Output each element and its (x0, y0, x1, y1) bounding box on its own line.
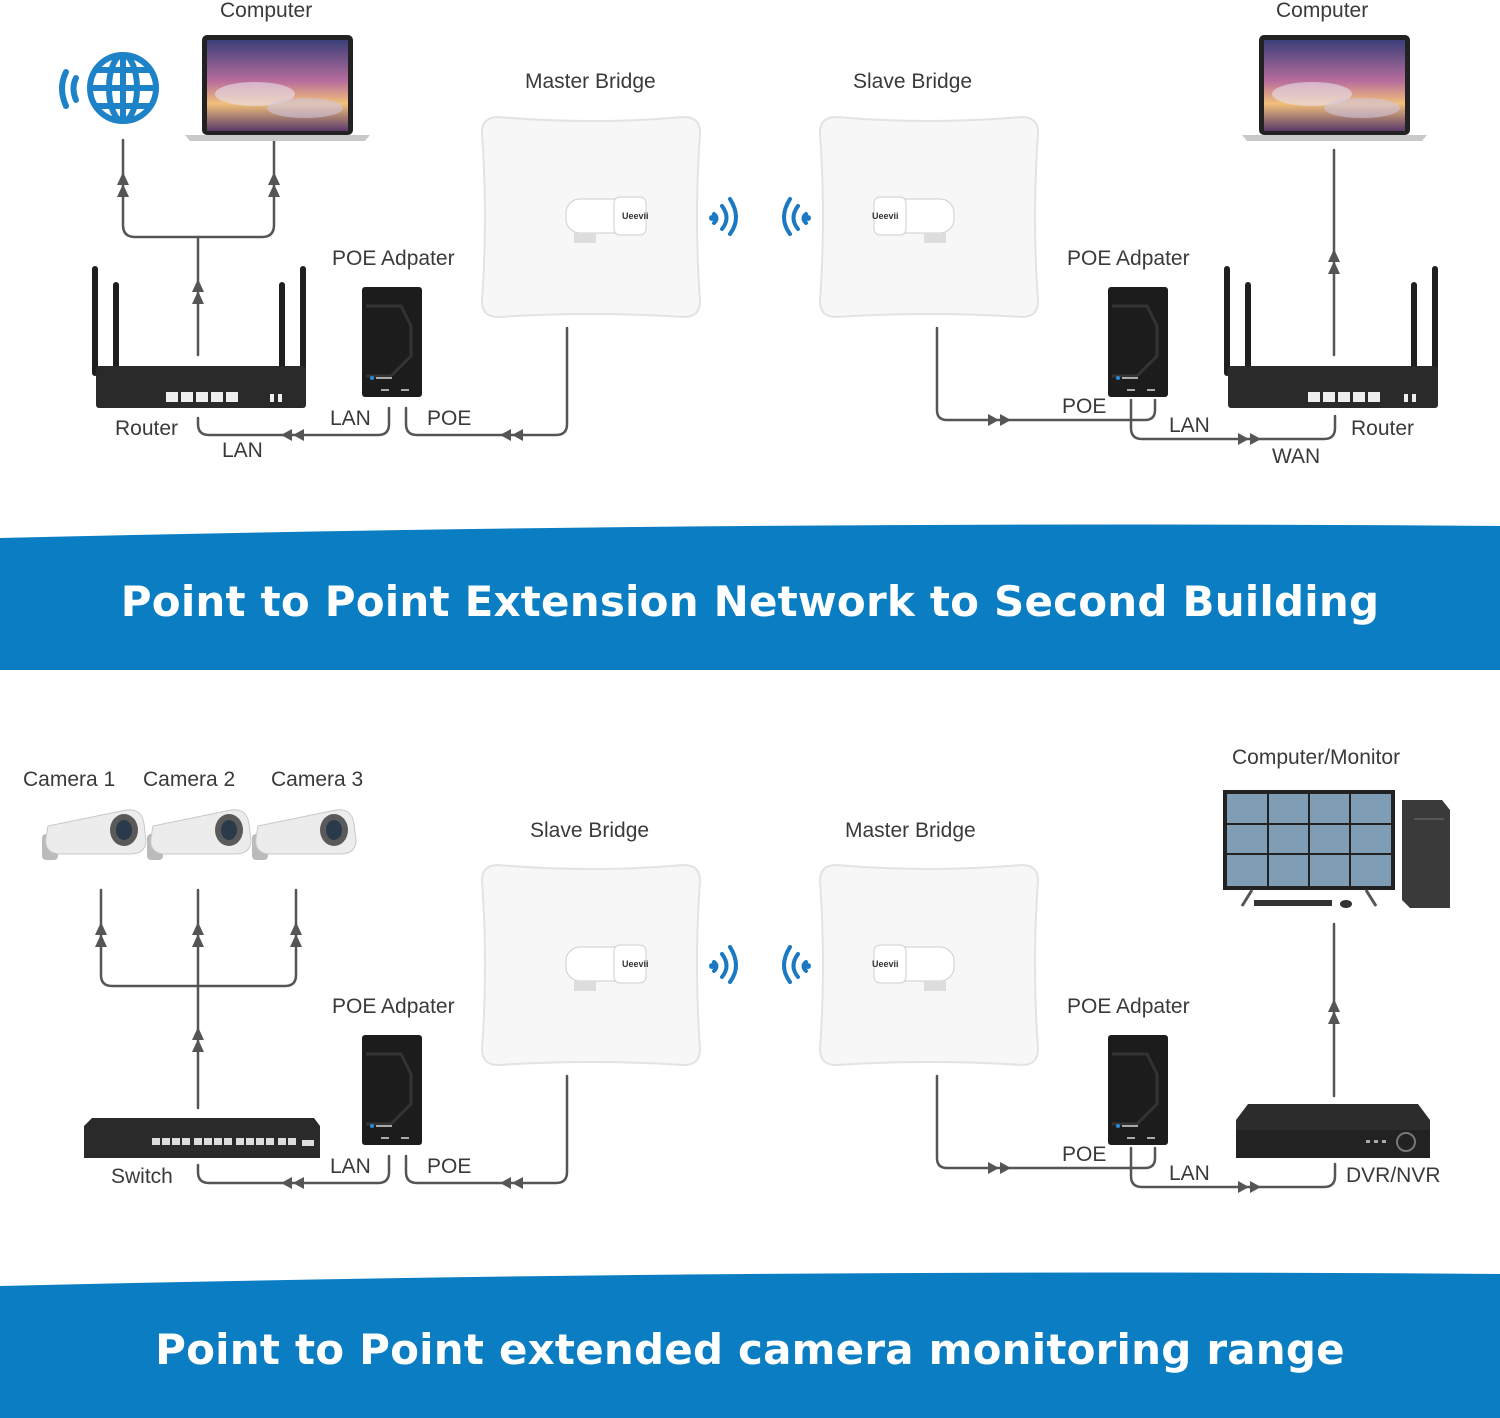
banner-title-2: Point to Point extended camera monitorin… (155, 1325, 1345, 1374)
camera-1-label: Camera 1 (23, 768, 116, 791)
wifi-globe-icon (59, 52, 159, 124)
poe-adapter-label-right: POE Adpater (1067, 995, 1190, 1018)
master-bridge-label: Master Bridge (845, 819, 976, 842)
wifi-signal-icon (782, 945, 811, 984)
wifi-signal-icon (709, 197, 738, 236)
poe-label-left: POE (427, 1155, 472, 1178)
poe-adapter-icon (362, 287, 422, 397)
bridge-brand: Ueevii (622, 959, 649, 969)
router-label-left: Router (115, 417, 179, 440)
poe-adapter-icon (362, 1035, 422, 1145)
slave-bridge-label: Slave Bridge (853, 70, 973, 93)
dvr-label: DVR/NVR (1346, 1164, 1441, 1187)
poe-label-right: POE (1062, 395, 1107, 418)
bridge-antenna-icon: Ueevii (818, 115, 1040, 319)
slave-bridge-label: Slave Bridge (530, 819, 650, 842)
bridge-brand: Ueevii (872, 959, 899, 969)
bridge-brand: Ueevii (622, 211, 649, 221)
wifi-signal-icon (782, 197, 811, 236)
poe-label-right: POE (1062, 1143, 1107, 1166)
computer-label-right: Computer (1276, 0, 1369, 22)
camera-icon (252, 809, 357, 860)
monitor-icon (1223, 790, 1450, 908)
camera-2-label: Camera 2 (143, 768, 236, 791)
bridge-antenna-icon: Ueevii (480, 115, 702, 319)
banner-title-1: Point to Point Extension Network to Seco… (120, 577, 1380, 626)
switch-icon (84, 1118, 320, 1158)
laptop-icon (1242, 35, 1427, 141)
laptop-icon (185, 35, 370, 141)
camera-icon (42, 809, 147, 860)
lan-label-right: LAN (1169, 414, 1210, 437)
banner-background (0, 524, 1500, 670)
lan-label-right: LAN (1169, 1162, 1210, 1185)
poe-adapter-label-left: POE Adpater (332, 995, 455, 1018)
bridge-antenna-icon: Ueevii (480, 863, 702, 1067)
computer-label-left: Computer (220, 0, 313, 22)
router-label-right: Router (1351, 417, 1415, 440)
banner-background (0, 1272, 1500, 1418)
router-icon (92, 266, 306, 408)
monitor-label: Computer/Monitor (1232, 746, 1401, 769)
lan-label-left: LAN (330, 1155, 371, 1178)
poe-adapter-label-right: POE Adpater (1067, 247, 1190, 270)
poe-label-left: POE (427, 407, 472, 430)
lan-label-router: LAN (222, 439, 263, 462)
switch-label: Switch (111, 1165, 173, 1188)
router-icon (1224, 266, 1438, 408)
lan-label-poe: LAN (330, 407, 371, 430)
bridge-antenna-icon: Ueevii (818, 863, 1040, 1067)
dvr-icon (1236, 1104, 1430, 1158)
camera-icon (147, 809, 252, 860)
bridge-brand: Ueevii (872, 211, 899, 221)
camera-3-label: Camera 3 (271, 768, 364, 791)
poe-adapter-icon (1108, 1035, 1168, 1145)
wifi-signal-icon (709, 945, 738, 984)
master-bridge-label: Master Bridge (525, 70, 656, 93)
poe-adapter-label-left: POE Adpater (332, 247, 455, 270)
wan-label: WAN (1272, 445, 1321, 468)
poe-adapter-icon (1108, 287, 1168, 397)
